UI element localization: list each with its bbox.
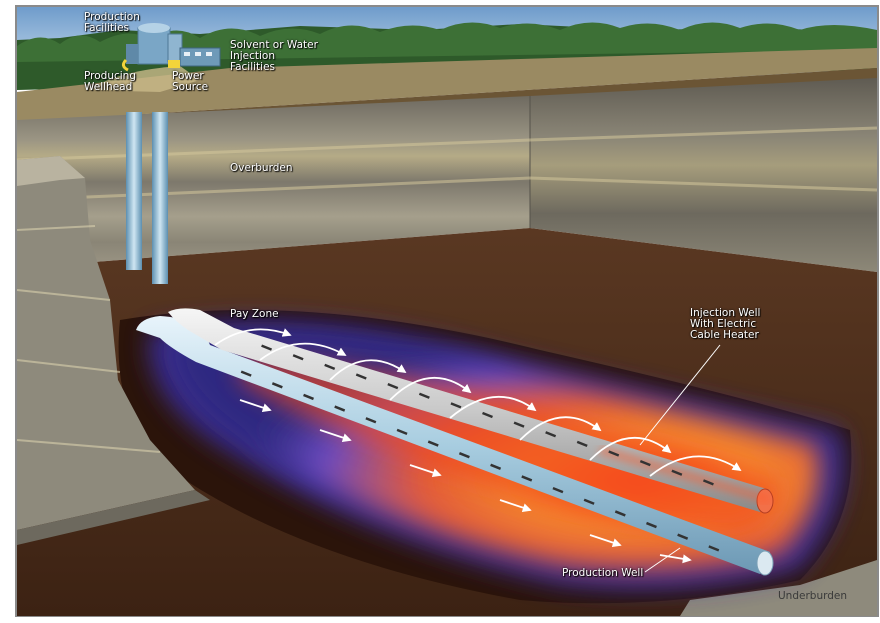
vertical-pipe-right (152, 112, 168, 284)
label-producing-wellhead: Producing Wellhead (84, 70, 136, 93)
flow-arrows (214, 328, 742, 564)
flow-arrow (449, 395, 537, 419)
perforation-mark (458, 452, 470, 459)
flow-arrow (649, 455, 742, 477)
flow-arrow (389, 377, 472, 401)
label-production-well: Production Well (562, 567, 644, 579)
pipe-perforations (240, 344, 720, 552)
flow-arrow (214, 328, 292, 346)
label-power-source: Power Source (172, 70, 209, 93)
perforation-mark (552, 486, 564, 494)
perforation-mark (513, 421, 525, 428)
perforation-mark (521, 475, 533, 482)
perforation-mark (396, 428, 408, 436)
perforation-mark (677, 533, 689, 540)
flow-arrow (519, 416, 602, 441)
label-underburden: Underburden (778, 590, 848, 602)
label-overburden: Overburden (230, 162, 293, 174)
overburden-side (530, 78, 877, 272)
label-solvent-or-water-injection: Solvent or Water Injection Facilities (230, 39, 318, 73)
perforation-mark (646, 521, 657, 529)
production-facilities-icon (88, 23, 221, 92)
label-injection-well: Injection Well With Electric Cable Heate… (690, 307, 761, 341)
flow-arrow (259, 342, 347, 361)
perforation-mark (292, 354, 304, 361)
production-well-pipe (136, 316, 774, 576)
label-production-facilities: Production Facilities (84, 11, 140, 34)
perforation-mark (418, 392, 430, 399)
perforation-mark (334, 405, 346, 412)
surface-top (17, 48, 877, 122)
perforation-mark (365, 417, 377, 424)
perforation-mark (261, 344, 273, 351)
perforation-mark (583, 498, 595, 505)
flow-arrow (329, 359, 407, 381)
flow-arrow (659, 554, 692, 564)
perforation-mark (702, 479, 714, 486)
perforation-mark (271, 382, 283, 389)
flow-arrow (239, 399, 272, 412)
injection-leader (639, 344, 721, 446)
flow-arrow (319, 429, 352, 442)
perforation-mark (490, 463, 502, 470)
perforation-mark (614, 510, 626, 517)
vertical-pipe-left (126, 112, 142, 270)
label-pay-zone: Pay Zone (230, 308, 279, 320)
perforation-mark (576, 440, 588, 448)
perforation-mark (450, 402, 462, 409)
injection-well-pipe (168, 308, 774, 514)
flow-arrow (589, 437, 672, 461)
perforation-mark (671, 469, 683, 476)
perforation-mark (303, 393, 314, 401)
perforation-mark (639, 459, 651, 467)
perforation-mark (482, 411, 493, 419)
perforation-mark (324, 363, 336, 371)
flow-arrow (589, 534, 622, 547)
perforation-mark (427, 440, 439, 447)
perforation-mark (608, 450, 620, 457)
perforation-mark (240, 370, 252, 377)
flow-arrow (409, 464, 442, 477)
flow-arrow (499, 499, 532, 512)
perforation-mark (355, 373, 367, 380)
left-cliff (17, 156, 195, 530)
perforation-mark (708, 545, 720, 552)
production-leader (644, 547, 681, 573)
underburden-rock (680, 560, 877, 616)
perforation-mark (387, 382, 399, 390)
overburden-front (17, 96, 530, 268)
perforation-mark (545, 431, 557, 438)
